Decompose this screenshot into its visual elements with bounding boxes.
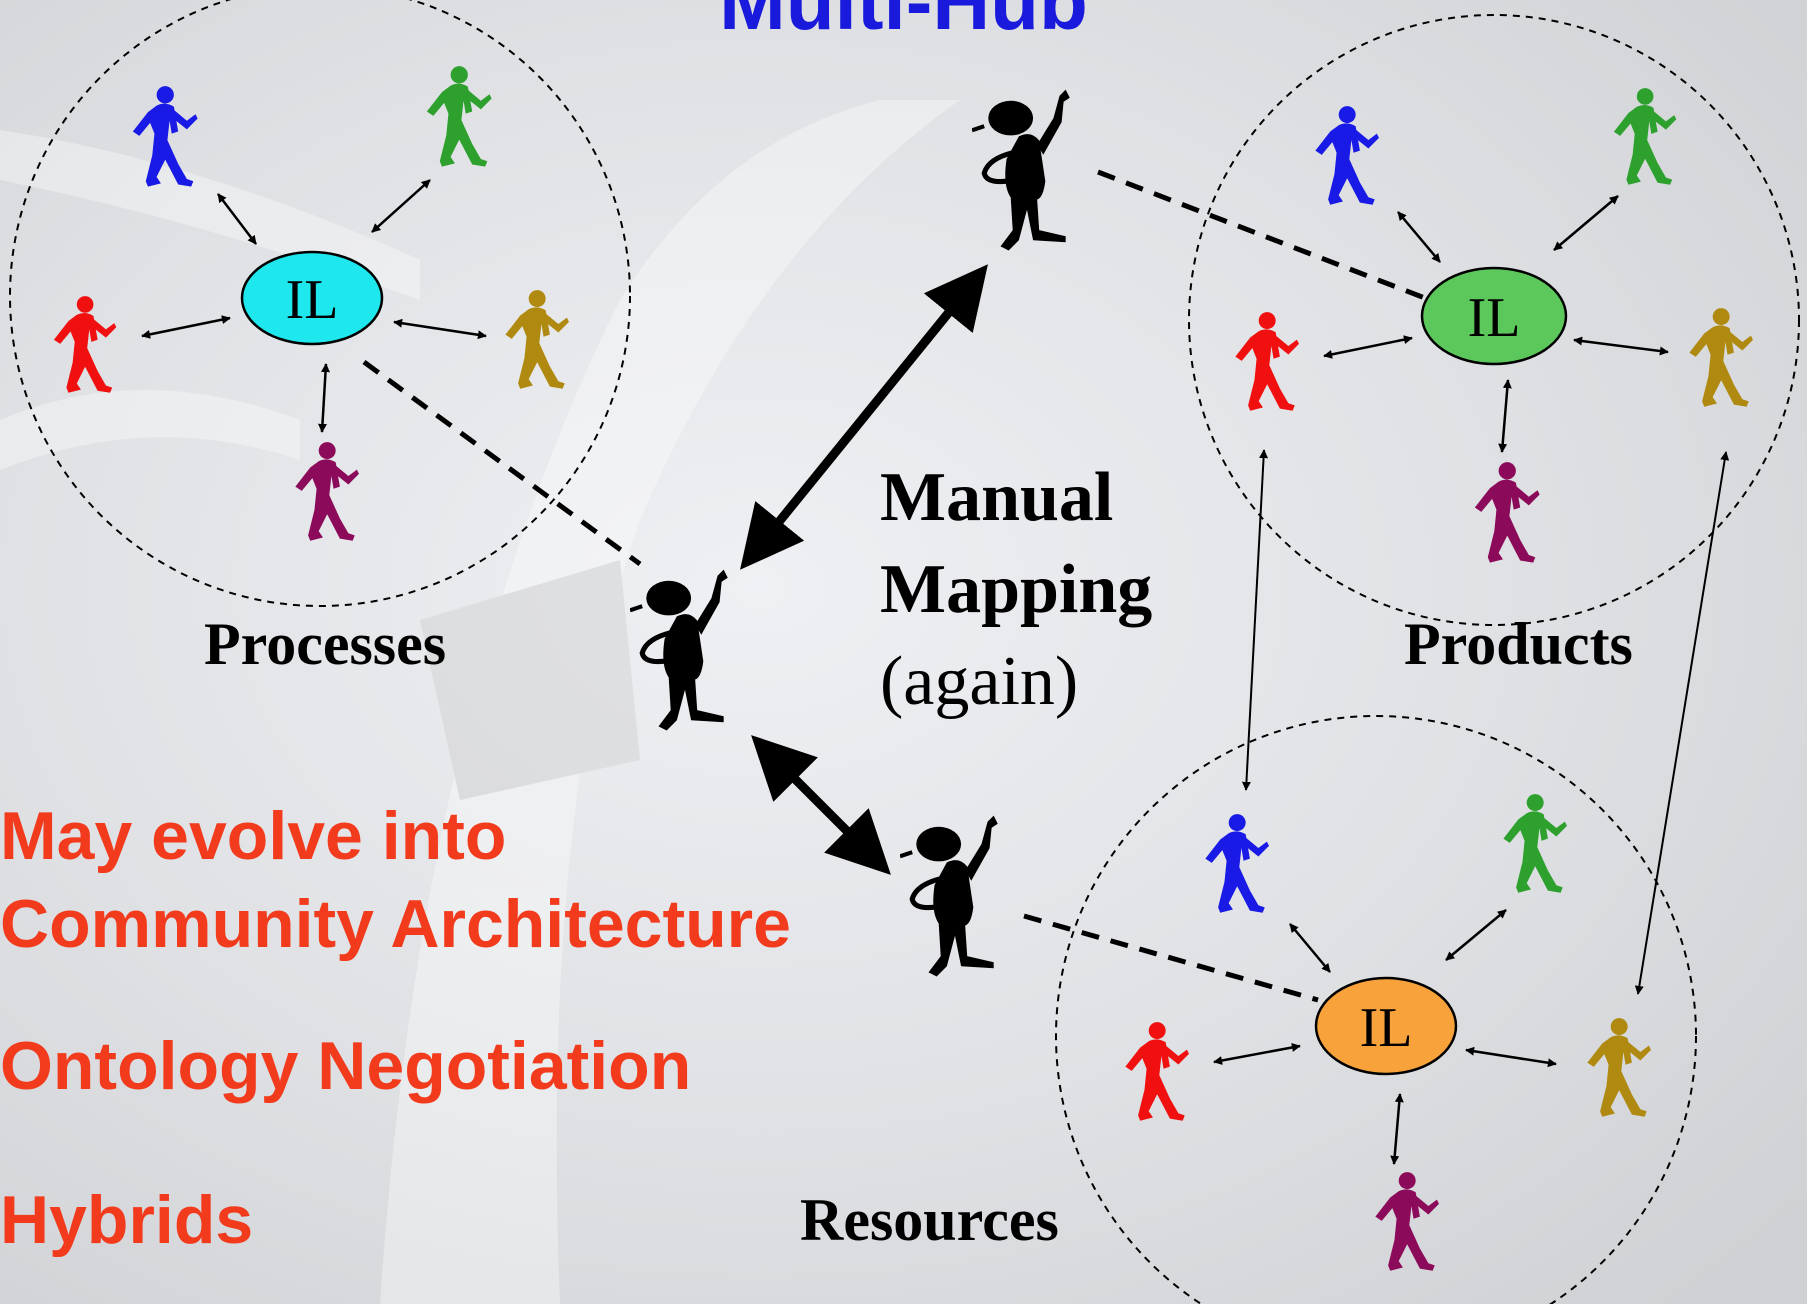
manual-mapping-label: Manual Mapping (again) bbox=[880, 452, 1152, 728]
mapping-arrow-upper bbox=[740, 264, 988, 570]
processes-spokes bbox=[141, 179, 487, 433]
products-hub-label: IL bbox=[1468, 287, 1521, 349]
products-label: Products bbox=[1404, 611, 1633, 677]
bullet-evolve: May evolve into Community Architecture bbox=[0, 792, 791, 968]
resources-hub bbox=[1314, 976, 1458, 1076]
bullet-evolve-line2: Community Architecture bbox=[0, 886, 791, 962]
resources-label: Resources bbox=[800, 1187, 1059, 1253]
manual-mapping-line2: Mapping bbox=[880, 551, 1153, 628]
mapping-arrow-lower bbox=[751, 735, 891, 875]
manual-mapping-line3: (again) bbox=[880, 643, 1079, 720]
products-cluster-boundary bbox=[1188, 14, 1800, 626]
bullet-evolve-line1: May evolve into bbox=[0, 798, 507, 874]
products-spokes bbox=[1323, 195, 1669, 453]
dashed-link-processes bbox=[362, 359, 642, 567]
products-hub bbox=[1420, 266, 1568, 366]
cross-link-blue bbox=[1241, 449, 1269, 791]
manual-mapping-line1: Manual bbox=[880, 459, 1114, 536]
processes-hub bbox=[240, 250, 384, 346]
processes-cluster-boundary bbox=[9, 0, 631, 607]
cross-link-gold bbox=[1634, 451, 1730, 995]
bullet-ontology-negotiation: Ontology Negotiation bbox=[0, 1028, 692, 1104]
slide-title: Multi-Hub bbox=[719, 0, 1088, 46]
bullet-hybrids: Hybrids bbox=[0, 1182, 254, 1258]
dashed-link-resources bbox=[1023, 913, 1319, 1003]
processes-hub-label: IL bbox=[286, 269, 339, 331]
processes-label: Processes bbox=[204, 611, 447, 677]
resources-hub-label: IL bbox=[1360, 997, 1413, 1059]
resources-spokes bbox=[1213, 909, 1557, 1165]
resources-cluster-boundary bbox=[1055, 715, 1697, 1304]
